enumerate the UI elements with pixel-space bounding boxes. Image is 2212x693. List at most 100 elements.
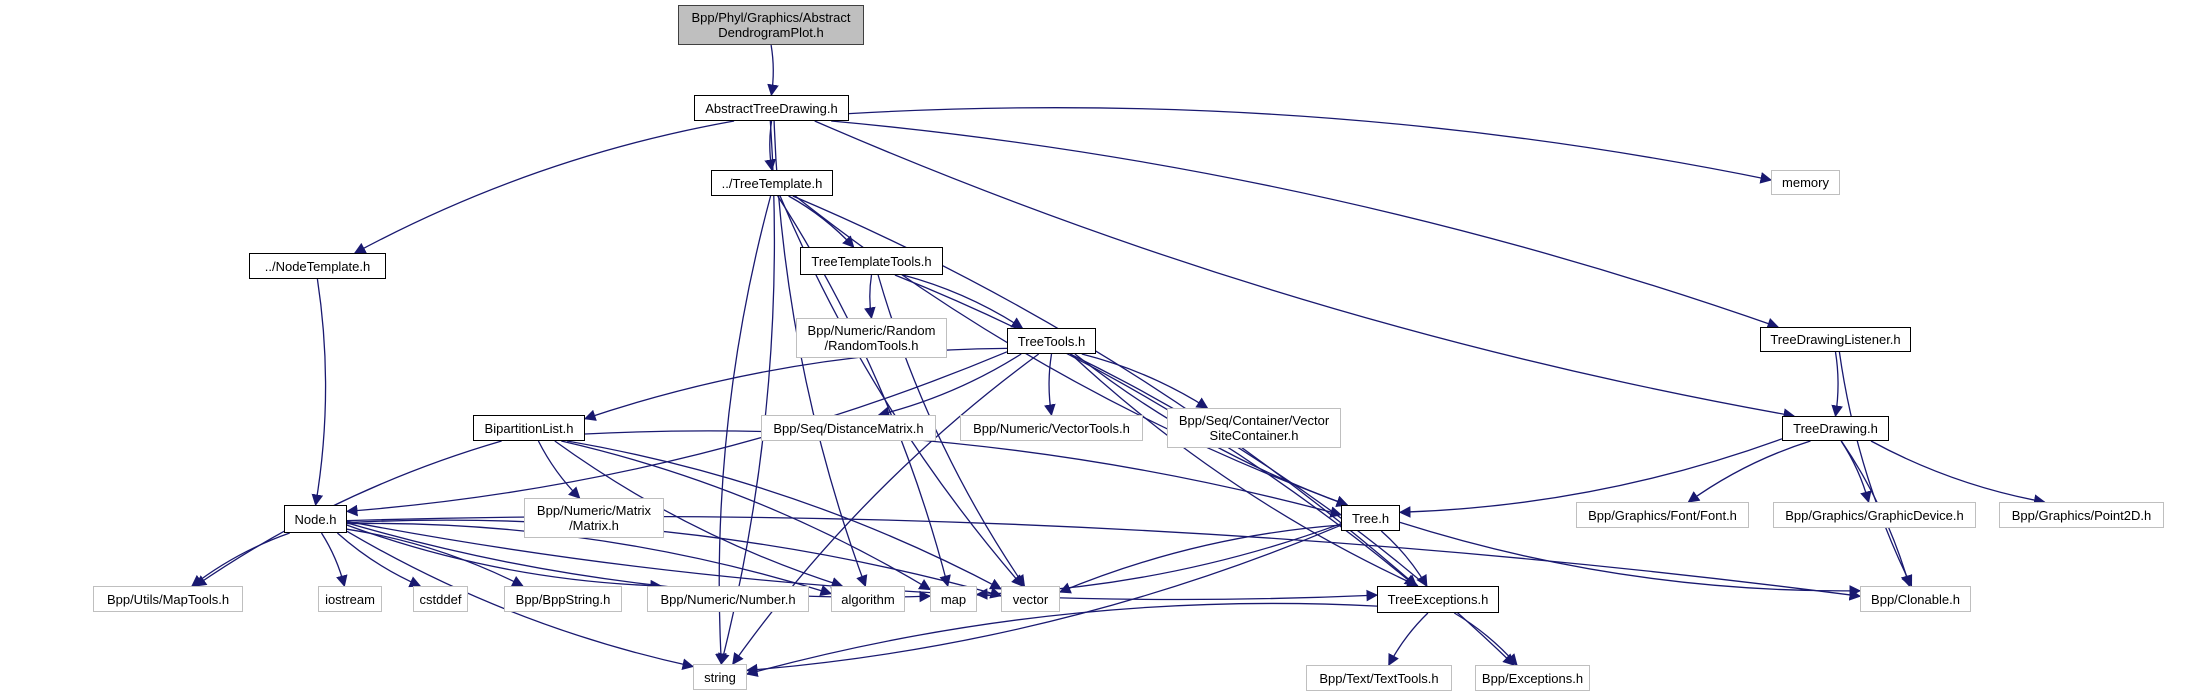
node-exceptions: Bpp/Exceptions.h [1475,665,1590,691]
node-string: string [693,664,747,690]
edge-node-to-number [346,524,663,592]
node-random: Bpp/Numeric/Random /RandomTools.h [796,318,947,358]
edge-tt-to-map [777,195,951,588]
edge-root-to-atd [767,44,779,97]
node-label: TreeDrawingListener.h [1770,332,1901,347]
node-label: Bpp/Phyl/Graphics/Abstract DendrogramPlo… [691,10,851,40]
edge-td-to-p2d [1870,440,2046,506]
node-root[interactable]: Bpp/Phyl/Graphics/Abstract DendrogramPlo… [678,5,864,45]
node-label: string [704,669,736,685]
node-label: map [940,591,967,607]
node-memory: memory [1771,170,1840,195]
edge-atd-to-tdl [831,120,1780,330]
node-label: Bpp/Graphics/Font/Font.h [1588,507,1737,523]
node-vsc: Bpp/Seq/Container/Vector SiteContainer.h [1167,408,1341,448]
edge-bip-to-maptools [194,440,502,587]
node-label: memory [1782,175,1829,190]
edge-tdl-to-td [1831,351,1843,418]
node-algorithm: algorithm [831,586,905,612]
node-label: TreeTemplateTools.h [811,253,932,269]
node-label: Bpp/Seq/Container/Vector SiteContainer.h [1178,413,1330,443]
edge-node-to-algorithm [346,522,833,597]
node-treetools[interactable]: TreeTools.h [1007,328,1096,354]
node-label: Tree.h [1351,510,1390,526]
node-bppstring: Bpp/BppString.h [504,586,622,612]
node-clonable: Bpp/Clonable.h [1860,586,1971,612]
node-label: ../NodeTemplate.h [264,258,371,274]
edge-treetools-to-string [732,353,1040,665]
node-tree[interactable]: Tree.h [1341,505,1400,531]
edge-bip-to-vector [566,440,1003,590]
node-label: Bpp/Graphics/GraphicDevice.h [1785,507,1964,523]
edge-node-to-vector [346,519,1003,599]
node-label: Bpp/Text/TextTools.h [1319,670,1439,686]
node-tdl[interactable]: TreeDrawingListener.h [1760,327,1911,352]
node-bip[interactable]: BipartitionList.h [473,415,585,441]
node-label: ../TreeTemplate.h [721,175,823,191]
node-maptools: Bpp/Utils/MapTools.h [93,586,243,612]
edge-atd-to-string [718,120,776,666]
node-td[interactable]: TreeDrawing.h [1782,416,1889,441]
edge-treeexc-to-string [745,602,1378,677]
node-ttt[interactable]: TreeTemplateTools.h [800,247,943,275]
node-label: TreeExceptions.h [1387,592,1489,607]
edge-treetools-to-vectools [1044,353,1056,417]
node-gdev: Bpp/Graphics/GraphicDevice.h [1773,502,1976,528]
edge-td-to-gdev [1840,440,1872,504]
edge-node-to-iostream [320,532,348,588]
node-label: BipartitionList.h [484,420,574,436]
edge-tdl-to-clonable [1838,351,1913,588]
node-label: iostream [325,591,375,607]
edge-treetools-to-treeexc [1070,353,1419,587]
edge-nt-to-node [311,278,327,507]
edge-bip-to-matrix [537,440,581,499]
edge-tt-to-ttt [788,195,855,248]
node-number: Bpp/Numeric/Number.h [647,586,809,612]
edge-treeexc-to-texttools [1388,612,1429,667]
node-label: TreeDrawing.h [1793,421,1878,436]
node-vector: vector [1001,586,1060,612]
edge-treetools-to-bip [583,347,1008,421]
edge-node-to-string [346,530,695,670]
edge-treetools-to-vsc [1081,353,1209,409]
node-nt[interactable]: ../NodeTemplate.h [249,253,386,279]
edge-atd-to-nt [353,120,735,254]
node-label: Bpp/Clonable.h [1871,591,1960,607]
node-font: Bpp/Graphics/Font/Font.h [1576,502,1749,528]
node-label: Bpp/Seq/DistanceMatrix.h [773,420,924,436]
node-label: AbstractTreeDrawing.h [705,100,838,116]
edge-td-to-tree [1398,438,1783,518]
edge-atd-to-memory [848,107,1773,184]
edge-tree-to-vector [1058,524,1342,594]
node-cstddef: cstddef [413,586,468,612]
node-atd[interactable]: AbstractTreeDrawing.h [694,95,849,121]
node-tt[interactable]: ../TreeTemplate.h [711,170,833,196]
edge-bip-to-map [561,440,932,591]
node-iostream: iostream [318,586,382,612]
node-label: Bpp/Exceptions.h [1481,670,1584,686]
edge-bip-to-tree [584,430,1343,518]
node-p2d: Bpp/Graphics/Point2D.h [1999,502,2164,528]
node-label: TreeTools.h [1017,333,1086,349]
edge-tree-to-clonable [1399,521,1862,597]
edge-treetools-to-exceptions [1069,353,1515,666]
node-vectools: Bpp/Numeric/VectorTools.h [960,415,1143,441]
node-label: Bpp/Numeric/Random /RandomTools.h [807,323,936,353]
node-node[interactable]: Node.h [284,505,347,533]
node-label: Bpp/Numeric/VectorTools.h [973,420,1130,436]
edge-tree-to-string [745,524,1342,676]
node-label: vector [1012,591,1049,607]
edge-tree-to-map [975,523,1342,600]
node-distmat: Bpp/Seq/DistanceMatrix.h [761,415,936,441]
edge-node-to-cstddef [336,532,422,588]
edge-treetools-to-distmat [877,353,1022,419]
edge-node-to-maptools [191,532,290,587]
node-texttools: Bpp/Text/TextTools.h [1306,665,1452,691]
node-label: Bpp/Graphics/Point2D.h [2011,507,2152,523]
node-map: map [930,586,977,612]
edge-treeexc-to-exceptions [1453,612,1518,666]
node-treeexc[interactable]: TreeExceptions.h [1377,586,1499,613]
edge-td-to-font [1687,440,1811,503]
